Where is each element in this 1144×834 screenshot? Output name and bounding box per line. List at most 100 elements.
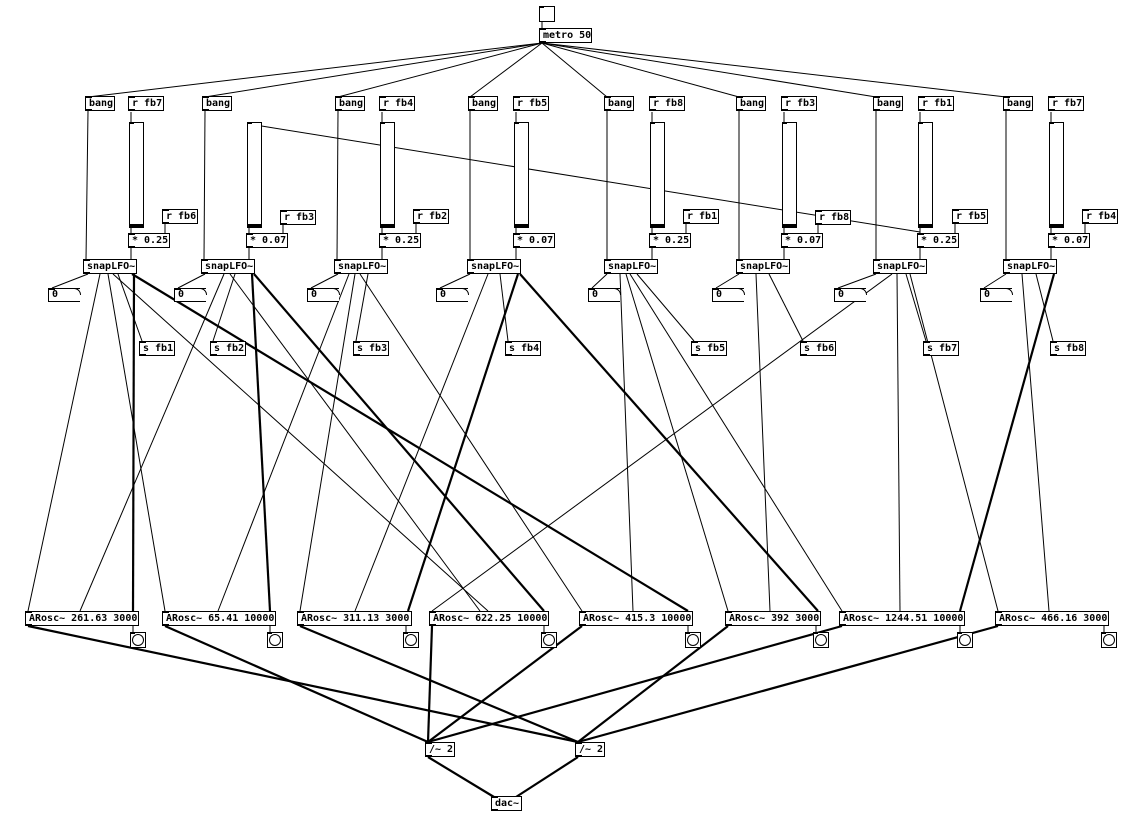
vslider-knob[interactable] [130,224,143,227]
number-box-2[interactable]: 0 [174,288,207,302]
bang-circle-icon [687,634,699,646]
dac-object[interactable]: dac~ [491,796,522,811]
vslider-knob[interactable] [515,224,528,227]
send-object-7[interactable]: s fb7 [923,341,959,356]
bang-gui-4[interactable] [541,632,557,648]
arosc-object-1[interactable]: ARosc~ 261.63 3000 [25,611,139,626]
bang-object-5[interactable]: bang [604,96,634,111]
multiply-object-8[interactable]: * 0.07 [1048,233,1090,248]
multiply-object-4[interactable]: * 0.07 [513,233,555,248]
bang-object-8[interactable]: bang [1003,96,1033,111]
vslider-knob[interactable] [919,224,932,227]
bang-circle-icon [269,634,281,646]
arosc-object-6[interactable]: ARosc~ 392 3000 [725,611,821,626]
bang-gui-6[interactable] [813,632,829,648]
vslider-2[interactable] [247,122,262,228]
bang-object-3[interactable]: bang [335,96,365,111]
snaplfo-object-6[interactable]: snapLFO~ [736,259,790,274]
snaplfo-object-3[interactable]: snapLFO~ [334,259,388,274]
arosc-object-2[interactable]: ARosc~ 65.41 10000 [162,611,276,626]
receive-object-1[interactable]: r fb7 [128,96,164,111]
arosc-object-3[interactable]: ARosc~ 311.13 3000 [297,611,412,626]
metro-object[interactable]: metro 50 [539,28,592,43]
multiply-object-3[interactable]: * 0.25 [379,233,421,248]
bang-object-2[interactable]: bang [202,96,232,111]
multiply-object-5[interactable]: * 0.25 [649,233,691,248]
vslider-8[interactable] [1049,122,1064,228]
snaplfo-object-4[interactable]: snapLFO~ [467,259,521,274]
bang-circle-icon [405,634,417,646]
bang-gui-3[interactable] [403,632,419,648]
send-object-1[interactable]: s fb1 [139,341,175,356]
snaplfo-object-5[interactable]: snapLFO~ [604,259,658,274]
send-object-8[interactable]: s fb8 [1050,341,1086,356]
bang-gui-5[interactable] [685,632,701,648]
bang-circle-icon [132,634,144,646]
vslider-7[interactable] [918,122,933,228]
receive-lower-2[interactable]: r fb3 [280,210,316,225]
receive-lower-7[interactable]: r fb4 [1082,209,1118,224]
receive-lower-1[interactable]: r fb6 [162,209,198,224]
multiply-object-6[interactable]: * 0.07 [781,233,823,248]
bang-object-4[interactable]: bang [468,96,498,111]
vslider-knob[interactable] [783,224,796,227]
bang-gui-8[interactable] [1101,632,1117,648]
vslider-knob[interactable] [381,224,394,227]
arosc-object-4[interactable]: ARosc~ 622.25 10000 [429,611,549,626]
arosc-object-7[interactable]: ARosc~ 1244.51 10000 [839,611,965,626]
receive-object-5[interactable]: r fb3 [781,96,817,111]
receive-object-6[interactable]: r fb1 [918,96,954,111]
send-object-4[interactable]: s fb4 [505,341,541,356]
multiply-object-1[interactable]: * 0.25 [128,233,170,248]
snaplfo-object-2[interactable]: snapLFO~ [201,259,255,274]
receive-lower-4[interactable]: r fb1 [683,209,719,224]
number-box-5[interactable]: 0 [588,288,621,302]
divide-object-right[interactable]: /~ 2 [575,742,605,757]
bang-gui-2[interactable] [267,632,283,648]
arosc-object-8[interactable]: ARosc~ 466.16 3000 [995,611,1109,626]
send-object-5[interactable]: s fb5 [691,341,727,356]
start-toggle[interactable] [539,6,555,22]
multiply-object-7[interactable]: * 0.25 [917,233,959,248]
number-box-8[interactable]: 0 [980,288,1013,302]
receive-lower-6[interactable]: r fb5 [952,209,988,224]
number-box-7[interactable]: 0 [834,288,867,302]
number-box-6[interactable]: 0 [712,288,745,302]
bang-object-6[interactable]: bang [736,96,766,111]
vslider-4[interactable] [514,122,529,228]
snaplfo-object-7[interactable]: snapLFO~ [873,259,927,274]
send-object-6[interactable]: s fb6 [800,341,836,356]
divide-object-left[interactable]: /~ 2 [425,742,455,757]
vslider-6[interactable] [782,122,797,228]
send-object-3[interactable]: s fb3 [353,341,389,356]
snaplfo-object-1[interactable]: snapLFO~ [83,259,137,274]
receive-lower-5[interactable]: r fb8 [815,210,851,225]
bang-gui-7[interactable] [957,632,973,648]
vslider-knob[interactable] [248,224,261,227]
bang-circle-icon [815,634,827,646]
vslider-3[interactable] [380,122,395,228]
bang-object-1[interactable]: bang [85,96,115,111]
bang-object-7[interactable]: bang [873,96,903,111]
snaplfo-object-8[interactable]: snapLFO~ [1003,259,1057,274]
number-box-3[interactable]: 0 [307,288,340,302]
bang-gui-1[interactable] [130,632,146,648]
bang-circle-icon [1103,634,1115,646]
receive-object-4[interactable]: r fb8 [649,96,685,111]
vslider-1[interactable] [129,122,144,228]
bang-circle-icon [959,634,971,646]
send-object-2[interactable]: s fb2 [210,341,246,356]
receive-object-7[interactable]: r fb7 [1048,96,1084,111]
number-box-1[interactable]: 0 [48,288,81,302]
bang-circle-icon [543,634,555,646]
number-box-4[interactable]: 0 [436,288,469,302]
arosc-object-5[interactable]: ARosc~ 415.3 10000 [579,611,693,626]
receive-lower-3[interactable]: r fb2 [413,209,449,224]
multiply-object-2[interactable]: * 0.07 [246,233,288,248]
receive-object-2[interactable]: r fb4 [379,96,415,111]
vslider-5[interactable] [650,122,665,228]
vslider-knob[interactable] [651,224,664,227]
vslider-knob[interactable] [1050,224,1063,227]
receive-object-3[interactable]: r fb5 [513,96,549,111]
